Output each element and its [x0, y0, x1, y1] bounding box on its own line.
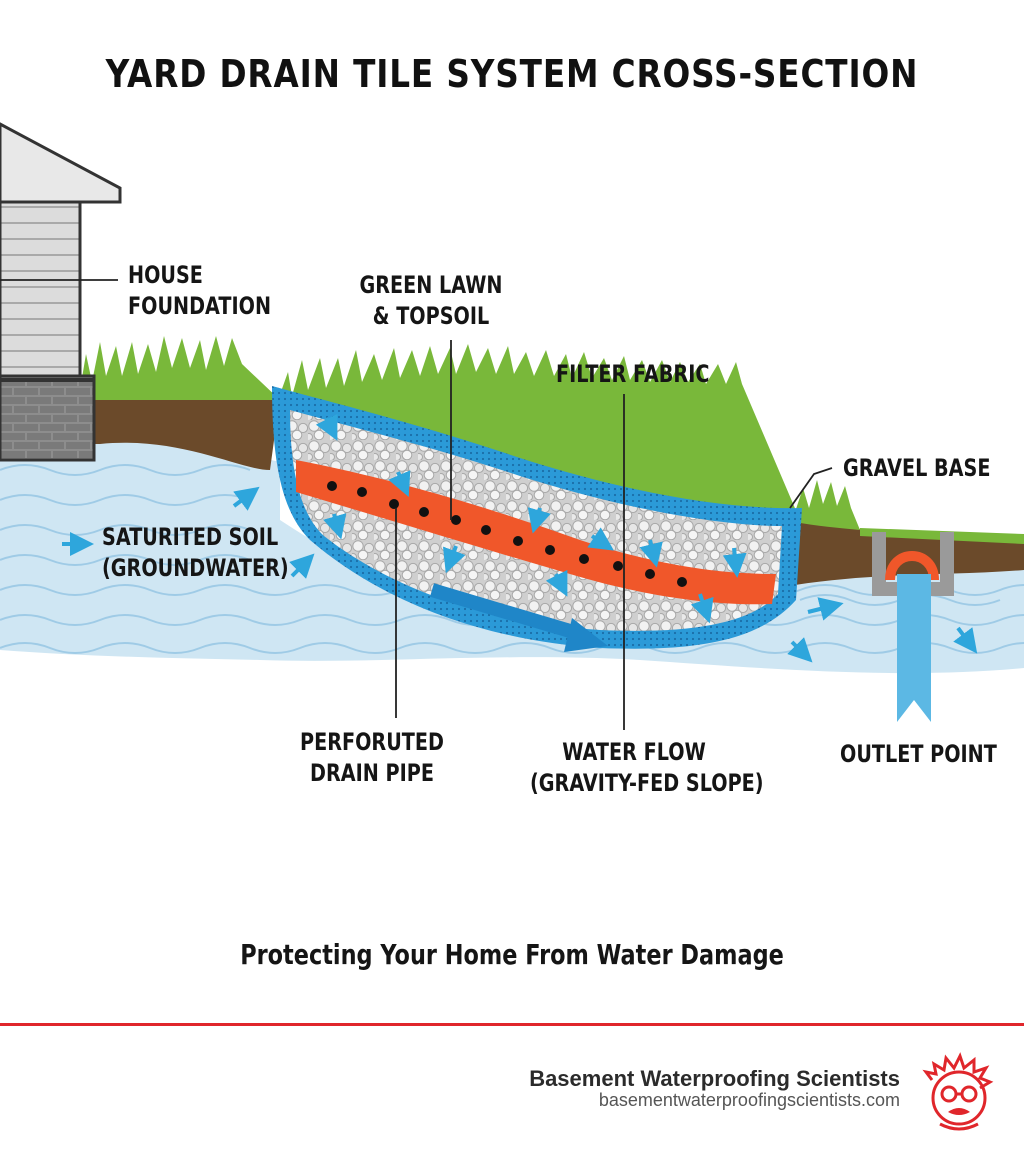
infiltration-arrow — [442, 545, 466, 574]
label-line: PERFORUTED — [300, 728, 444, 756]
infiltration-arrow — [323, 513, 347, 540]
pipe-hole — [451, 515, 461, 525]
label-saturated-soil: SATURITED SOIL (GROUNDWATER) — [102, 522, 289, 584]
outlet-structure — [872, 532, 954, 722]
label-line: DRAIN PIPE — [310, 759, 434, 787]
brand-url[interactable]: basementwaterproofingscientists.com — [598, 1090, 900, 1110]
label-perforated-pipe: PERFORUTED DRAIN PIPE — [292, 727, 452, 789]
infiltration-arrow — [639, 539, 663, 568]
label-house-foundation: HOUSE FOUNDATION — [128, 260, 271, 322]
pipe-hole — [481, 525, 491, 535]
infiltration-arrow — [545, 569, 568, 597]
label-line: HOUSE — [128, 261, 203, 289]
pipe-hole — [645, 569, 655, 579]
infiltration-arrow — [388, 470, 411, 498]
grass-slope — [278, 344, 800, 520]
infiltration-arrow — [587, 527, 614, 551]
infiltration-arrow — [722, 547, 747, 578]
infiltration-arrow — [807, 597, 844, 621]
infiltration-arrow — [289, 553, 315, 579]
grass-right — [795, 480, 1024, 544]
scientist-logo-icon — [922, 1052, 994, 1131]
pipe-hole — [545, 545, 555, 555]
pipe-hole — [677, 577, 687, 587]
pipe-hole — [613, 561, 623, 571]
pipe-hole — [419, 507, 429, 517]
label-gravel-base: GRAVEL BASE — [843, 454, 991, 482]
label-outlet-point: OUTLET POINT — [840, 740, 997, 768]
infiltration-arrow — [690, 593, 714, 624]
infiltration-arrow — [232, 486, 260, 511]
pipe-hole — [579, 554, 589, 564]
pipe-hole — [389, 499, 399, 509]
label-line: (GRAVITY-FED SLOPE) — [530, 769, 764, 797]
infiltration-arrow — [953, 626, 978, 654]
leader-lines — [0, 279, 833, 730]
label-water-flow: WATER FLOW (GRAVITY-FED SLOPE) — [530, 737, 764, 799]
pipe-hole — [327, 481, 337, 491]
label-line: WATER FLOW — [562, 738, 706, 766]
label-line: FOUNDATION — [128, 292, 272, 320]
subtitle: Protecting Your Home From Water Damage — [240, 938, 784, 971]
pipe-hole — [357, 487, 367, 497]
water-flow-arrow — [430, 583, 608, 652]
infiltration-arrow — [787, 637, 813, 663]
topsoil-left — [70, 388, 280, 470]
house — [0, 122, 122, 462]
label-filter-fabric: FILTER FABRIC — [556, 360, 710, 388]
infiltration-arrow — [527, 507, 551, 534]
pipe-perforations — [327, 481, 687, 587]
grass-left — [80, 336, 280, 400]
label-line: (GROUNDWATER) — [102, 554, 289, 582]
brand-name: Basement Waterproofing Scientists — [529, 1066, 900, 1091]
infiltration-arrows — [62, 413, 978, 663]
diagram-title: YARD DRAIN TILE SYSTEM CROSS-SECTION — [105, 52, 919, 96]
footer-divider — [0, 1023, 1024, 1026]
label-green-lawn: GREEN LAWN & TOPSOIL — [351, 270, 511, 332]
label-line: & TOPSOIL — [372, 302, 490, 330]
label-line: SATURITED SOIL — [102, 523, 279, 551]
pipe-hole — [513, 536, 523, 546]
label-line: GREEN LAWN — [359, 271, 503, 299]
infiltration-arrow — [315, 413, 338, 441]
